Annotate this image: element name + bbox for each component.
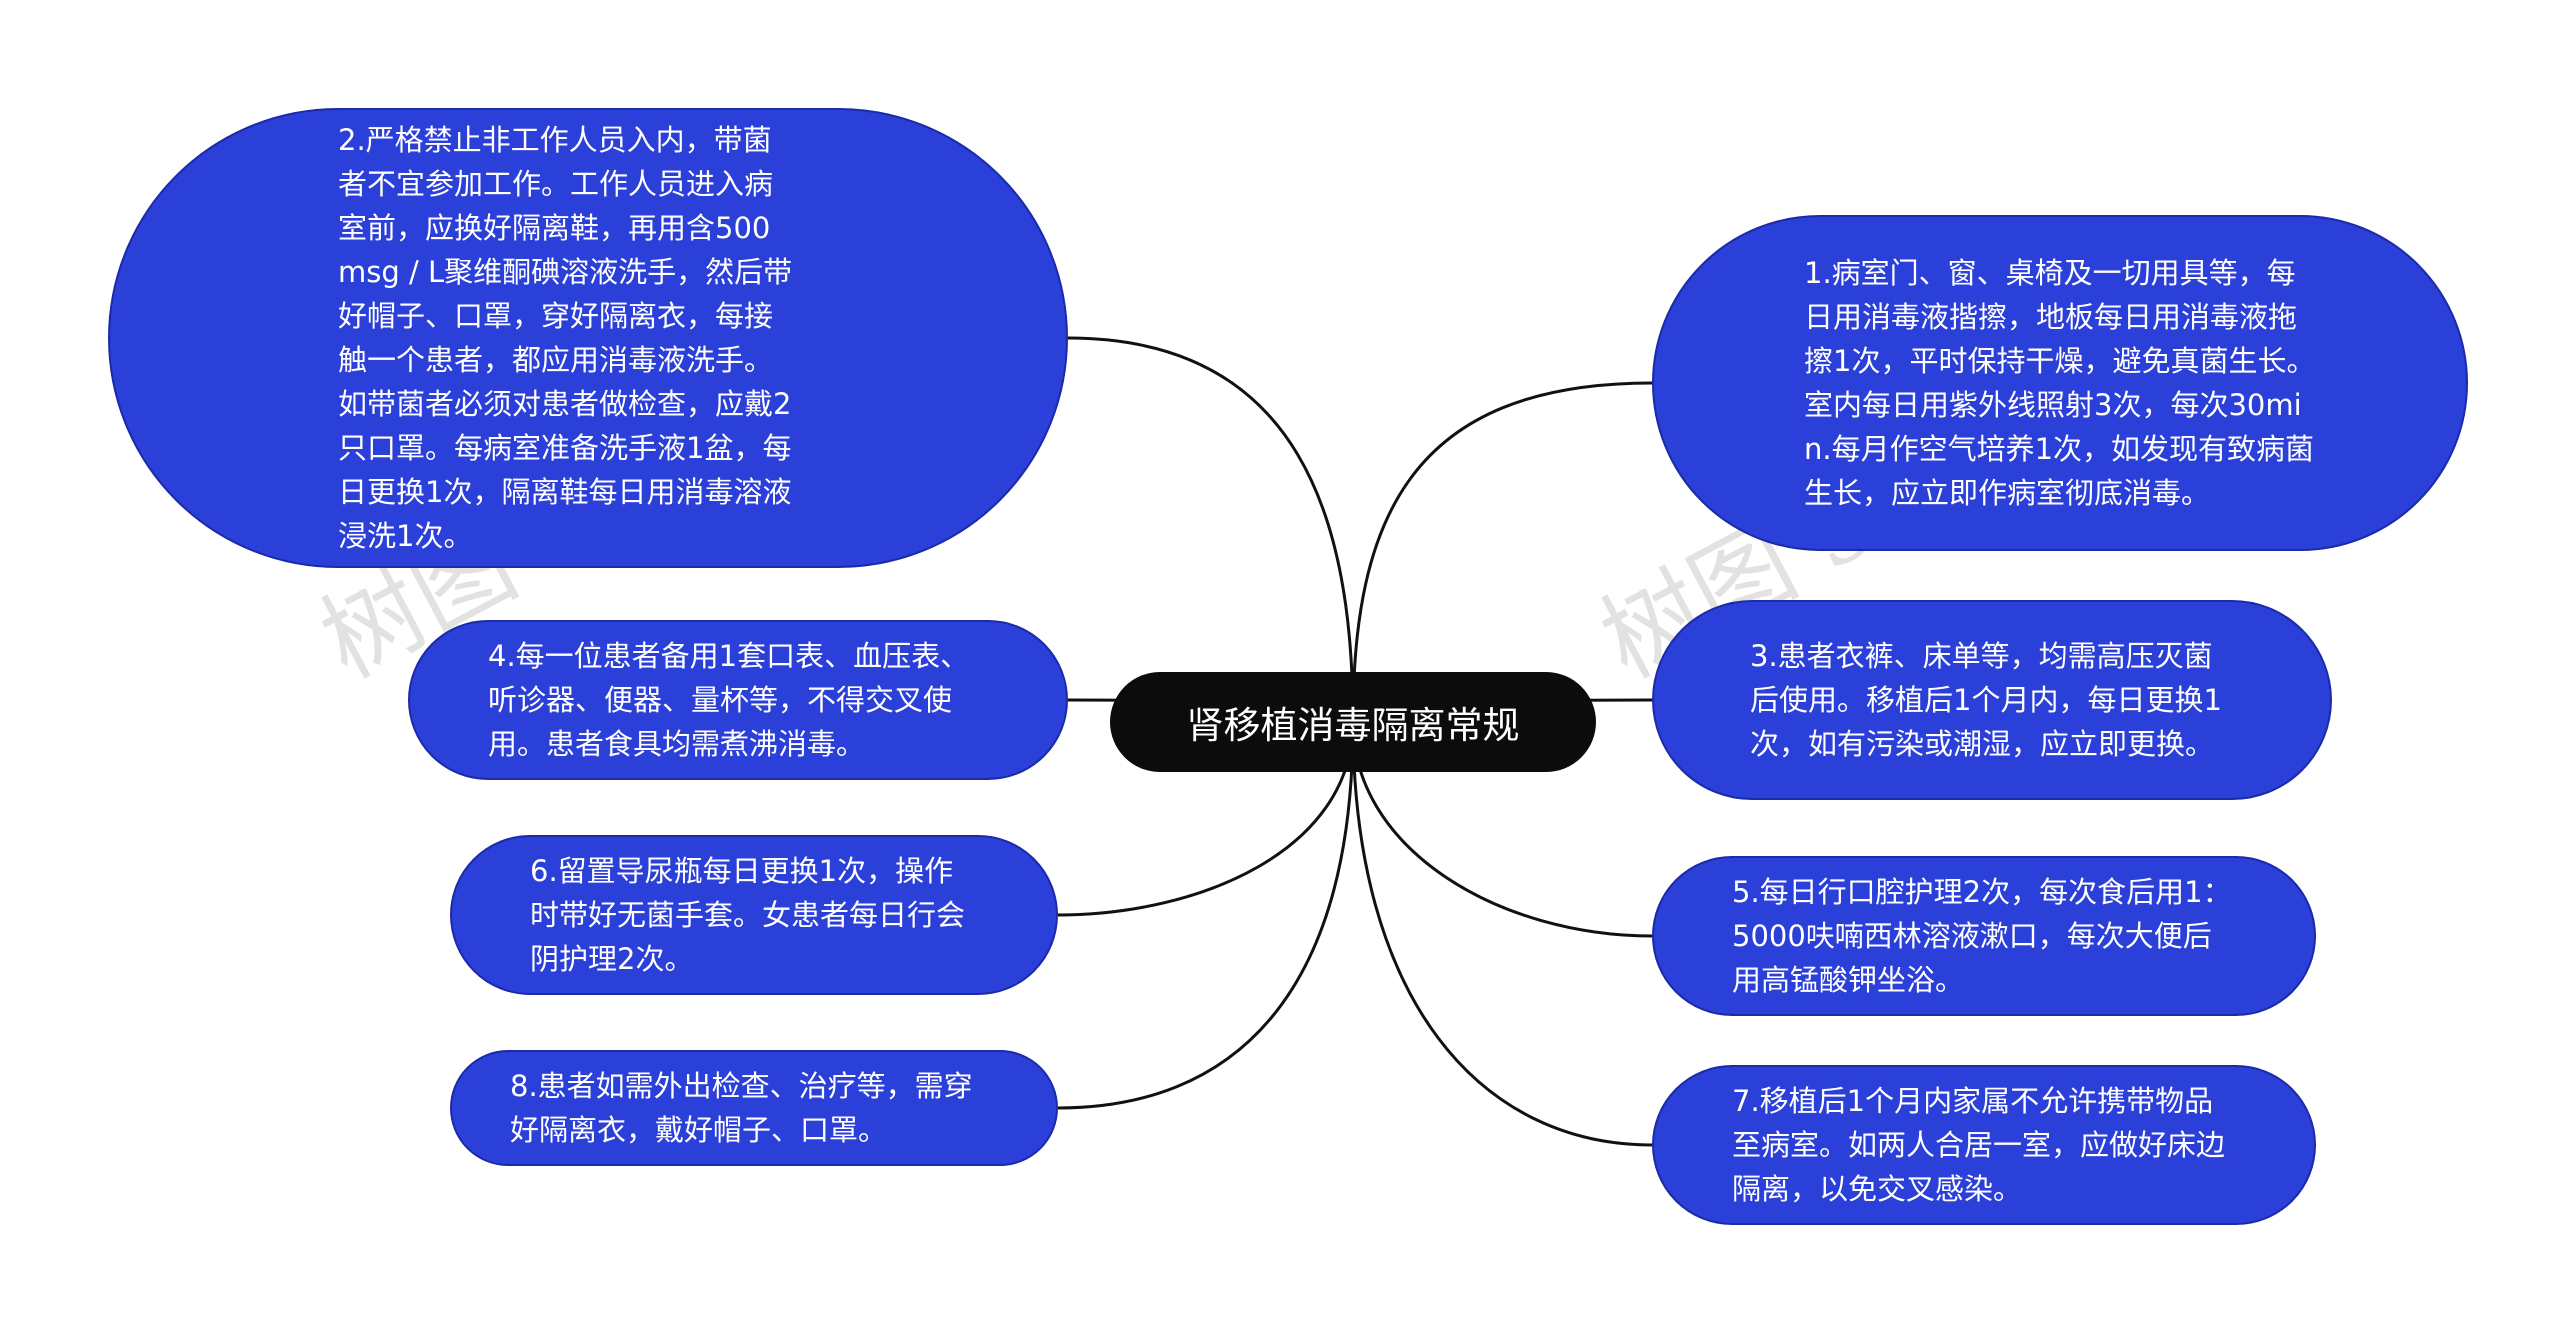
node-1-text: 1.病室门、窗、桌椅及一切用具等，每日用消毒液揩擦，地板每日用消毒液拖擦1次，平… bbox=[1804, 256, 2316, 510]
node-4[interactable]: 4.每一位患者备用1套口表、血压表、听诊器、便器、量杯等，不得交叉使用。患者食具… bbox=[408, 620, 1068, 780]
node-8-text: 8.患者如需外出检查、治疗等，需穿好隔离衣，戴好帽子、口罩。 bbox=[510, 1069, 973, 1147]
node-1[interactable]: 1.病室门、窗、桌椅及一切用具等，每日用消毒液揩擦，地板每日用消毒液拖擦1次，平… bbox=[1652, 215, 2468, 551]
node-2-text: 2.严格禁止非工作人员入内，带菌者不宜参加工作。工作人员进入病室前，应换好隔离鞋… bbox=[338, 123, 793, 553]
link-to-n2 bbox=[1067, 336, 1355, 723]
node-6-text: 6.留置导尿瓶每日更换1次，操作时带好无菌手套。女患者每日行会阴护理2次。 bbox=[530, 854, 966, 976]
node-7[interactable]: 7.移植后1个月内家属不允许携带物品至病室。如两人合居一室，应做好床边隔离，以免… bbox=[1652, 1065, 2316, 1225]
node-5[interactable]: 5.每日行口腔护理2次，每次食后用1：5000呋喃西林溶液漱口，每次大便后用高锰… bbox=[1652, 856, 2316, 1016]
link-to-n8 bbox=[1057, 721, 1355, 1110]
node-8[interactable]: 8.患者如需外出检查、治疗等，需穿好隔离衣，戴好帽子、口罩。 bbox=[450, 1050, 1058, 1166]
node-2[interactable]: 2.严格禁止非工作人员入内，带菌者不宜参加工作。工作人员进入病室前，应换好隔离鞋… bbox=[108, 108, 1068, 568]
node-3-text: 3.患者衣裤、床单等，均需高压灭菌后使用。移植后1个月内，每日更换1次，如有污染… bbox=[1750, 639, 2222, 761]
link-to-n1 bbox=[1351, 381, 1653, 723]
link-to-n7 bbox=[1351, 721, 1653, 1147]
node-6[interactable]: 6.留置导尿瓶每日更换1次，操作时带好无菌手套。女患者每日行会阴护理2次。 bbox=[450, 835, 1058, 995]
node-7-text: 7.移植后1个月内家属不允许携带物品至病室。如两人合居一室，应做好床边隔离，以免… bbox=[1732, 1084, 2226, 1206]
node-3[interactable]: 3.患者衣裤、床单等，均需高压灭菌后使用。移植后1个月内，每日更换1次，如有污染… bbox=[1652, 600, 2332, 800]
node-4-text: 4.每一位患者备用1套口表、血压表、听诊器、便器、量杯等，不得交叉使用。患者食具… bbox=[488, 639, 970, 761]
node-5-text: 5.每日行口腔护理2次，每次食后用1：5000呋喃西林溶液漱口，每次大便后用高锰… bbox=[1732, 875, 2232, 997]
central-topic[interactable]: 肾移植消毒隔离常规 bbox=[1110, 672, 1596, 772]
central-topic-label: 肾移植消毒隔离常规 bbox=[1186, 704, 1520, 747]
